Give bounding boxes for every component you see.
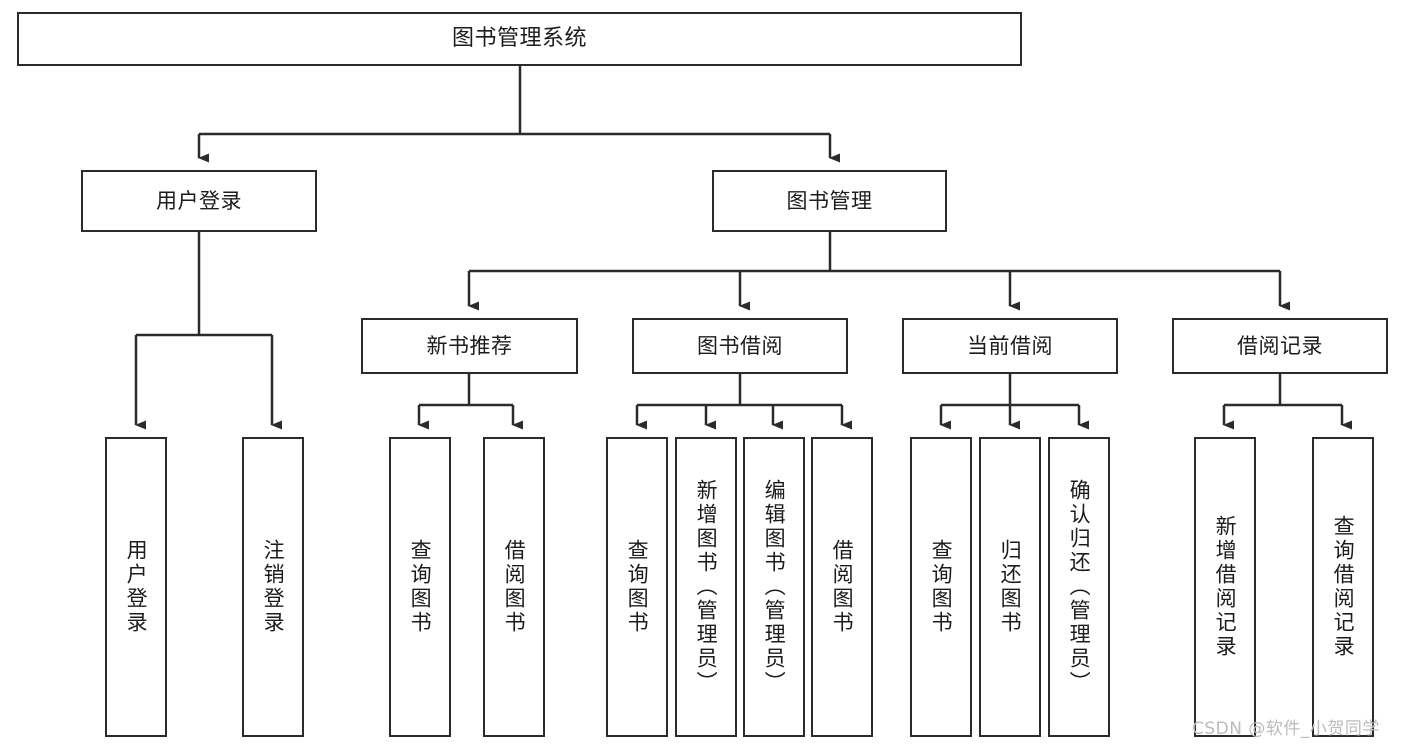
node-new-book-recommend[interactable]: 新书推荐 bbox=[361, 318, 578, 374]
node-label: 新书推荐 bbox=[426, 333, 513, 358]
leaf-book-borrow-add[interactable]: 新增图书（管理员） bbox=[675, 437, 737, 737]
node-label: 借阅图书 bbox=[502, 539, 527, 635]
node-label: 用户登录 bbox=[124, 539, 149, 635]
leaf-user-login-signout[interactable]: 注销登录 bbox=[242, 437, 304, 737]
node-label: 图书管理系统 bbox=[451, 26, 587, 52]
node-current-borrow[interactable]: 当前借阅 bbox=[902, 318, 1118, 374]
node-book-borrow[interactable]: 图书借阅 bbox=[632, 318, 848, 374]
node-label: 当前借阅 bbox=[967, 333, 1053, 358]
node-user-login[interactable]: 用户登录 bbox=[81, 170, 317, 232]
leaf-new-book-query[interactable]: 查询图书 bbox=[389, 437, 451, 737]
leaf-book-borrow-query[interactable]: 查询图书 bbox=[606, 437, 668, 737]
node-label: 编辑图书（管理员） bbox=[762, 479, 787, 695]
leaf-borrow-record-add[interactable]: 新增借阅记录 bbox=[1194, 437, 1256, 737]
leaf-new-book-borrow[interactable]: 借阅图书 bbox=[483, 437, 545, 737]
leaf-user-login-signin[interactable]: 用户登录 bbox=[105, 437, 167, 737]
node-label: 确认归还（管理员） bbox=[1067, 479, 1092, 695]
leaf-book-borrow-lend[interactable]: 借阅图书 bbox=[811, 437, 873, 737]
node-borrow-record[interactable]: 借阅记录 bbox=[1172, 318, 1388, 374]
leaf-current-borrow-query[interactable]: 查询图书 bbox=[910, 437, 972, 737]
node-label: 归还图书 bbox=[998, 539, 1023, 635]
node-root-library-system[interactable]: 图书管理系统 bbox=[17, 12, 1022, 66]
node-label: 查询图书 bbox=[929, 539, 954, 635]
node-label: 图书借阅 bbox=[697, 333, 783, 358]
leaf-current-borrow-return[interactable]: 归还图书 bbox=[979, 437, 1041, 737]
leaf-book-borrow-edit[interactable]: 编辑图书（管理员） bbox=[743, 437, 805, 737]
node-label: 注销登录 bbox=[261, 539, 286, 635]
node-label: 用户登录 bbox=[156, 188, 242, 213]
node-book-management[interactable]: 图书管理 bbox=[712, 170, 947, 232]
node-label: 借阅图书 bbox=[830, 539, 855, 635]
csdn-watermark: CSDN @软件_小贺同学 bbox=[1192, 719, 1380, 739]
node-label: 查询图书 bbox=[408, 539, 433, 635]
node-label: 新增借阅记录 bbox=[1213, 515, 1238, 659]
node-label: 新增图书（管理员） bbox=[694, 479, 719, 695]
node-label: 查询借阅记录 bbox=[1331, 515, 1356, 659]
leaf-current-borrow-confirm-return[interactable]: 确认归还（管理员） bbox=[1048, 437, 1110, 737]
node-label: 图书管理 bbox=[786, 188, 873, 213]
node-label: 借阅记录 bbox=[1237, 333, 1323, 358]
leaf-borrow-record-query[interactable]: 查询借阅记录 bbox=[1312, 437, 1374, 737]
node-label: 查询图书 bbox=[625, 539, 650, 635]
